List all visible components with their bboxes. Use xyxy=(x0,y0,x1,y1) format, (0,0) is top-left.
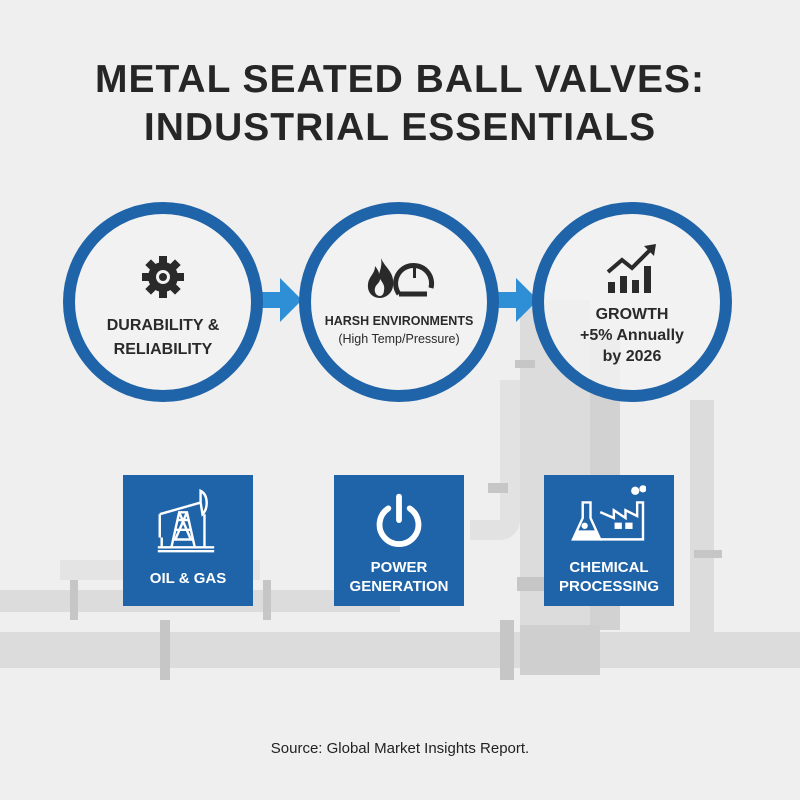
step-label: GROWTH xyxy=(595,306,669,323)
industry-label: GENERATION xyxy=(349,578,449,595)
step-label: (High Temp/Pressure) xyxy=(338,332,460,346)
arrow-right-icon xyxy=(494,278,538,322)
step-durability: DURABILITY & RELIABILITY xyxy=(63,202,263,402)
industry-label: CHEMICAL xyxy=(569,559,649,576)
flame-gauge-icon xyxy=(367,258,435,298)
title-line-2: INDUSTRIAL ESSENTIALS xyxy=(143,106,657,149)
source-note: Source: Global Market Insights Report. xyxy=(270,740,530,757)
step-label: DURABILITY & xyxy=(106,317,220,334)
step-label: +5% Annually xyxy=(580,327,684,344)
growth-chart-icon xyxy=(606,244,656,293)
arrow-right-icon xyxy=(258,278,302,322)
industry-label: POWER xyxy=(370,559,428,576)
chemical-factory-icon xyxy=(571,485,646,541)
industry-label: PROCESSING xyxy=(558,578,660,595)
industry-oil-gas: OIL & GAS xyxy=(123,475,253,606)
step-label: by 2026 xyxy=(602,348,662,365)
step-growth: GROWTH +5% Annually by 2026 xyxy=(532,202,732,402)
industry-label: OIL & GAS xyxy=(149,570,227,587)
oil-pump-icon xyxy=(157,488,215,553)
title-line-1: METAL SEATED BALL VALVES: xyxy=(94,58,706,101)
step-label: RELIABILITY xyxy=(113,341,213,358)
power-icon xyxy=(376,493,422,547)
step-label: HARSH ENVIRONMENTS xyxy=(324,314,474,328)
industry-chemical-processing: CHEMICAL PROCESSING xyxy=(544,475,674,606)
page-title: METAL SEATED BALL VALVES: INDUSTRIAL ESS… xyxy=(0,56,800,152)
gear-icon xyxy=(142,256,184,298)
industry-power-generation: POWER GENERATION xyxy=(334,475,464,606)
step-harsh-environments: HARSH ENVIRONMENTS (High Temp/Pressure) xyxy=(299,202,499,402)
